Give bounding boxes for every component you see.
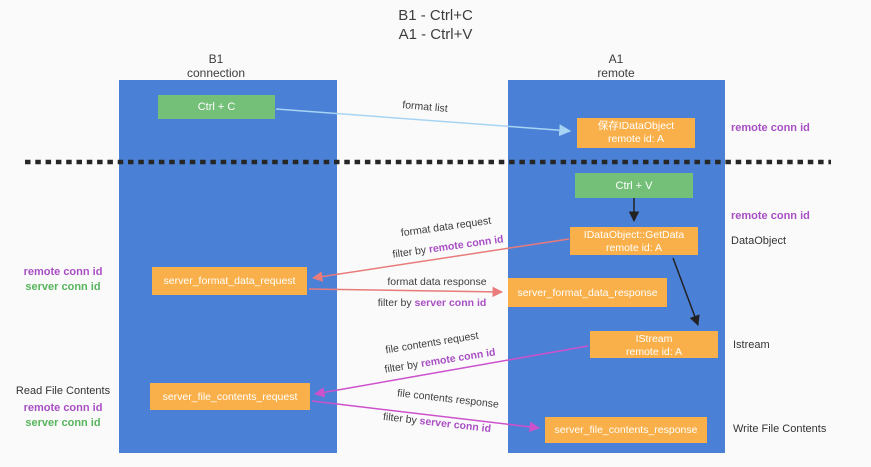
lane-b1-subtitle: connection [186,66,246,80]
node-ctrl-v: Ctrl + V [575,173,693,198]
filter-by-text: filter by [382,410,421,427]
node-istream: IStream remote id: A [590,331,718,358]
filter-by-text: filter by [383,358,422,376]
node-ctrl-v-label: Ctrl + V [615,179,653,192]
node-getdata-line2: remote id: A [605,242,663,254]
node-save-idataobject-line2: remote id: A [607,133,665,145]
remote-conn-id-text: remote conn id [420,346,497,370]
node-server-format-data-response: server_format_data_response [508,278,667,307]
filter-by-text: filter by [377,297,415,309]
edge-label-filter-by-server-2: filter by server conn id [382,411,491,435]
node-server-format-data-request: server_format_data_request [152,267,307,295]
annotation-read-file-contents: Read File Contents [15,385,111,397]
annotation-dataobject: DataObject [731,235,787,247]
node-getdata-line1: IDataObject::GetData [583,229,685,241]
node-file-response-label: server_file_contents_response [554,424,698,436]
annotation-server-conn-id-left-bottom: server conn id [25,417,101,429]
lane-b1-name: B1 [208,52,224,66]
annotation-remote-conn-id-left-bottom: remote conn id [23,402,103,414]
node-format-request-label: server_format_data_request [163,275,296,287]
node-ctrl-c-label: Ctrl + C [197,101,236,113]
node-server-file-contents-request: server_file_contents_request [150,383,310,410]
edge-label-format-data-response: format data response [387,276,487,288]
lane-header-b1: B1 connection [146,52,286,80]
edge-label-format-list: format list [401,99,449,115]
remote-conn-id-text: remote conn id [428,233,505,256]
lane-a1-subtitle: remote [597,66,635,80]
node-server-file-contents-response: server_file_contents_response [545,417,707,443]
edge-label-file-contents-response: file contents response [396,387,500,411]
annotation-server-conn-id-left-top: server conn id [25,281,101,293]
annotation-remote-conn-id-left-top: remote conn id [23,266,103,278]
title-line-1: B1 - Ctrl+C [398,7,473,24]
annotation-remote-conn-id-top-right: remote conn id [731,122,810,134]
arrow-format-data-response [308,286,504,298]
node-istream-line1: IStream [635,333,673,345]
node-ctrl-c: Ctrl + C [158,95,275,119]
lane-header-a1: A1 remote [546,52,686,80]
node-istream-line2: remote id: A [625,346,683,358]
node-format-response-label: server_format_data_response [517,286,658,299]
server-conn-id-text: server conn id [414,297,487,309]
annotation-istream: Istream [733,339,770,351]
title-line-2: A1 - Ctrl+V [398,26,473,43]
node-save-idataobject-line1: 保存IDataObject [597,120,675,132]
diagram-title: B1 - Ctrl+C A1 - Ctrl+V [0,6,871,44]
node-file-request-label: server_file_contents_request [162,390,298,403]
annotation-write-file-contents: Write File Contents [733,423,827,435]
node-idataobject-getdata: IDataObject::GetData remote id: A [570,227,698,255]
filter-by-text: filter by [391,243,430,261]
edge-label-filter-by-server-1: filter by server conn id [378,297,487,309]
lane-a1-name: A1 [608,52,624,66]
annotation-remote-conn-id-mid-right: remote conn id [731,210,810,222]
node-save-idataobject: 保存IDataObject remote id: A [577,118,695,148]
server-conn-id-text: server conn id [418,415,492,436]
